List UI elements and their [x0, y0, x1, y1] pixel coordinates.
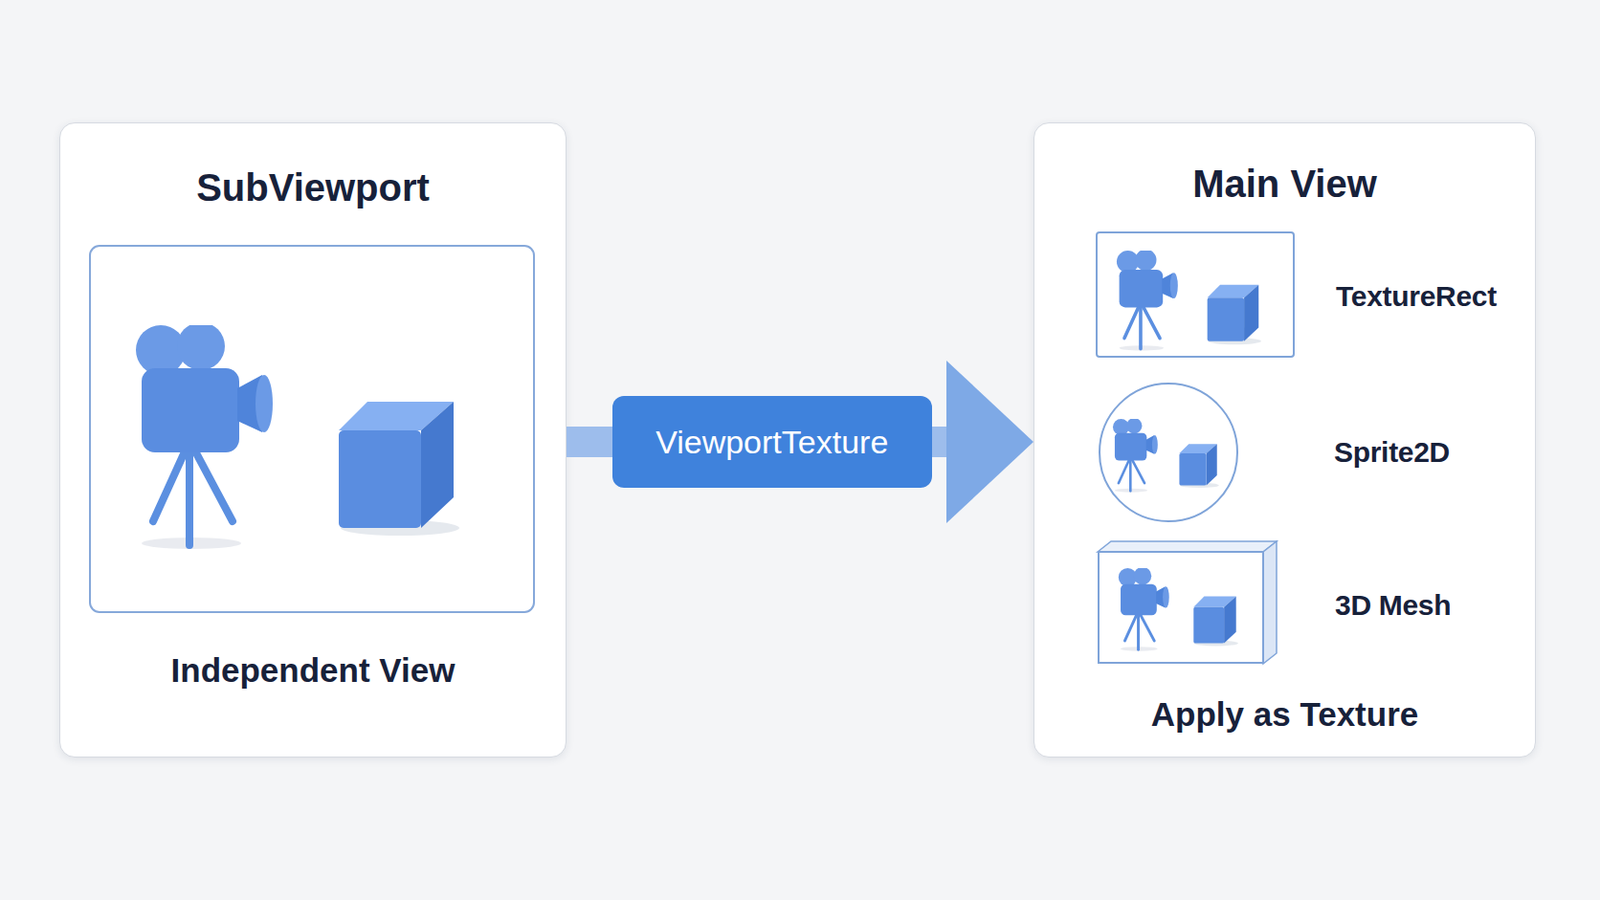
- panel-caption: Apply as Texture: [1034, 695, 1535, 734]
- box-top: [1097, 541, 1277, 553]
- panel-title: Main View: [1034, 162, 1535, 206]
- thumb-label: TextureRect: [1335, 280, 1497, 313]
- edge-label: ViewportTexture: [612, 396, 933, 489]
- sprite-thumb: Sprite2D: [1098, 382, 1239, 523]
- thumb-label: Sprite2D: [1333, 436, 1450, 469]
- panel-title: SubViewport: [60, 166, 566, 210]
- box-front: [1098, 552, 1264, 664]
- box-side: [1263, 541, 1277, 665]
- mesh-thumb: 3D Mesh: [1097, 541, 1277, 665]
- circle-outline: [1098, 382, 1239, 523]
- arrow-head: [946, 360, 1034, 524]
- box-outline: [1097, 541, 1277, 665]
- panel-box: TextureRectSprite2D 3D Mesh Main ViewApply…: [1033, 122, 1536, 758]
- flow-arrow: [566, 360, 1034, 524]
- panel-caption: Independent View: [60, 651, 566, 690]
- panel-box: SubViewportIndependent View: [59, 122, 567, 758]
- texture-rect-thumb: TextureRect: [1095, 231, 1295, 358]
- circle-shape: [1099, 383, 1238, 522]
- thumb-label: 3D Mesh: [1334, 589, 1451, 623]
